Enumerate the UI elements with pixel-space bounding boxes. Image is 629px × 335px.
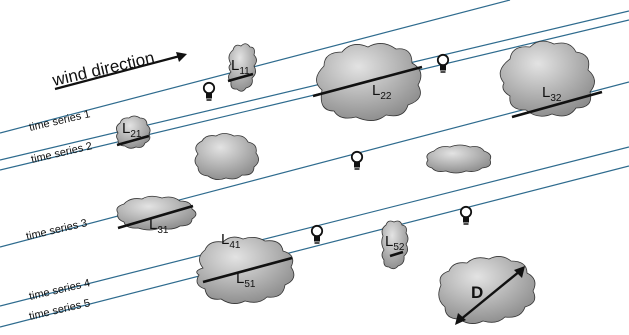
lightbulb-icon (203, 71, 215, 100)
lightbulb-icon (311, 214, 323, 243)
cloud-L32 (500, 41, 594, 116)
cloud-unlabeled-1 (195, 134, 259, 180)
series-line-5a (0, 166, 629, 327)
arrow-head (176, 52, 187, 62)
lightbulb-icon (351, 140, 363, 169)
series-label-3: time series 3 (25, 217, 88, 243)
lightbulb-icon (437, 43, 449, 72)
diameter-label: D (471, 283, 483, 302)
cloud-D (439, 256, 535, 323)
cloud-unlabeled-2 (427, 145, 491, 173)
series-label-2: time series 2 (30, 140, 93, 166)
wind-label: wind direction (50, 48, 157, 90)
lightbulb-icon (460, 195, 472, 224)
series-label-1: time series 1 (28, 108, 91, 134)
wind-direction: wind direction (50, 48, 187, 90)
